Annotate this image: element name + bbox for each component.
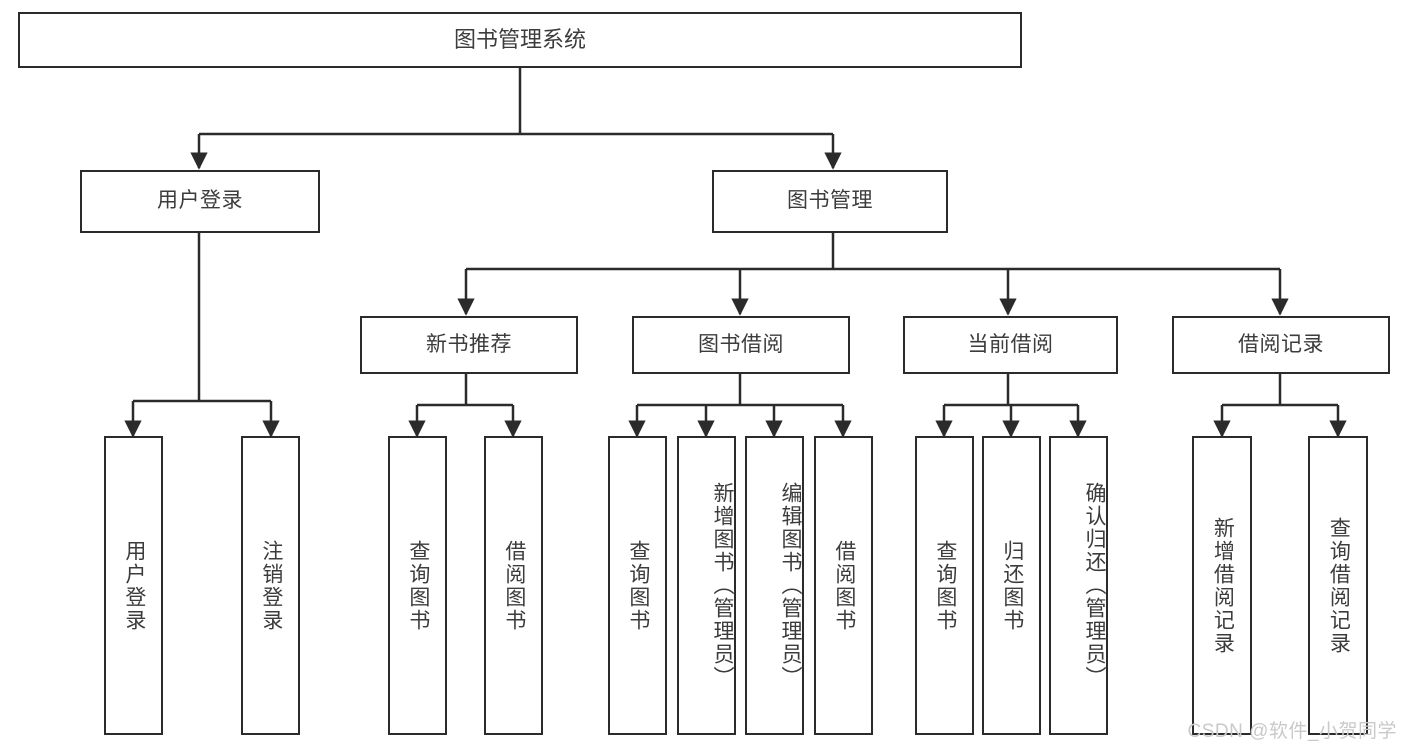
node-user-login[interactable]: 用户登录	[80, 170, 320, 233]
node-leaf-user-login[interactable]: 用户登录	[104, 436, 163, 735]
node-leaf-return-book-label: 归还图书	[1000, 539, 1024, 632]
node-leaf-add-book[interactable]: 新增图书（管理员）	[677, 436, 736, 735]
node-leaf-query-book-1[interactable]: 查询图书	[388, 436, 447, 735]
watermark-text: CSDN @软件_小贺同学	[1187, 721, 1397, 742]
node-leaf-edit-book-label: 编辑图书（管理员）	[779, 482, 802, 689]
node-leaf-add-book-label: 新增图书（管理员）	[711, 482, 734, 689]
node-leaf-query-book-2-label: 查询图书	[626, 539, 650, 632]
node-book-manage-label: 图书管理	[787, 189, 873, 213]
node-book-borrow[interactable]: 图书借阅	[632, 316, 850, 374]
node-current-borrow-label: 当前借阅	[967, 332, 1054, 356]
node-leaf-confirm-return[interactable]: 确认归还（管理员）	[1049, 436, 1108, 735]
node-leaf-query-record-label: 查询借阅记录	[1327, 516, 1351, 655]
node-leaf-query-book-2[interactable]: 查询图书	[608, 436, 667, 735]
node-new-book-recommend-label: 新书推荐	[426, 332, 512, 356]
node-root-system[interactable]: 图书管理系统	[18, 12, 1022, 68]
node-root-label: 图书管理系统	[453, 27, 586, 53]
node-book-borrow-label: 图书借阅	[698, 332, 784, 356]
node-leaf-logout[interactable]: 注销登录	[241, 436, 300, 735]
node-leaf-user-login-label: 用户登录	[122, 539, 146, 632]
node-leaf-borrow-book-2-label: 借阅图书	[832, 539, 856, 632]
node-leaf-logout-label: 注销登录	[259, 539, 283, 632]
node-leaf-query-book-3[interactable]: 查询图书	[915, 436, 974, 735]
node-leaf-add-record-label: 新增借阅记录	[1211, 516, 1235, 655]
node-leaf-confirm-return-label: 确认归还（管理员）	[1083, 482, 1106, 689]
node-user-login-label: 用户登录	[157, 189, 243, 213]
node-borrow-record[interactable]: 借阅记录	[1172, 316, 1390, 374]
node-leaf-query-book-3-label: 查询图书	[933, 539, 957, 632]
node-new-book-recommend[interactable]: 新书推荐	[360, 316, 578, 374]
node-leaf-borrow-book-1[interactable]: 借阅图书	[484, 436, 543, 735]
node-current-borrow[interactable]: 当前借阅	[903, 316, 1118, 374]
node-leaf-add-record[interactable]: 新增借阅记录	[1192, 436, 1252, 735]
node-borrow-record-label: 借阅记录	[1238, 332, 1324, 356]
node-leaf-query-book-1-label: 查询图书	[406, 539, 430, 632]
node-leaf-borrow-book-1-label: 借阅图书	[502, 539, 526, 632]
node-leaf-borrow-book-2[interactable]: 借阅图书	[814, 436, 873, 735]
node-leaf-query-record[interactable]: 查询借阅记录	[1308, 436, 1368, 735]
node-leaf-edit-book[interactable]: 编辑图书（管理员）	[745, 436, 804, 735]
node-leaf-return-book[interactable]: 归还图书	[982, 436, 1041, 735]
node-book-manage[interactable]: 图书管理	[712, 170, 948, 233]
